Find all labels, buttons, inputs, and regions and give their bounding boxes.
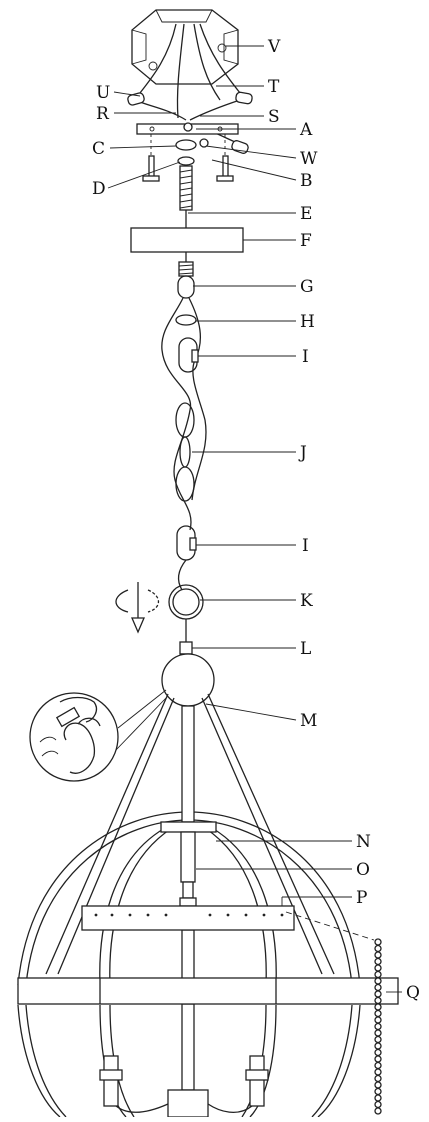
chain-bead [374, 1042, 382, 1050]
chain-bead [374, 990, 382, 998]
chain-bead [374, 1022, 382, 1031]
chain-bead [374, 970, 382, 979]
chain-bead [374, 996, 382, 1005]
label-h: H [300, 312, 315, 332]
canopy-loop [175, 252, 197, 326]
chain-bead [374, 1016, 382, 1024]
chain-bead [374, 1035, 382, 1044]
chain-bead [374, 1074, 382, 1083]
canopy [130, 227, 244, 253]
label-b: B [300, 171, 313, 191]
label-i-lower: I [302, 536, 309, 556]
label-m: M [300, 711, 317, 731]
label-i-upper: I [302, 347, 309, 367]
chain-bead [374, 977, 382, 985]
chain-bead [374, 944, 382, 953]
label-r: R [96, 104, 110, 124]
chain-bead [374, 1048, 382, 1057]
finial-ball [161, 653, 215, 707]
part-labels: V T U R S A C W B D E F G H I J I K L M … [92, 37, 420, 1003]
rotate-arrow-icon [115, 582, 160, 634]
label-q: Q [406, 983, 420, 1003]
chain-bead [374, 1094, 382, 1102]
chain-bead [374, 1061, 382, 1070]
label-n: N [356, 832, 371, 852]
label-t: T [268, 77, 280, 97]
chain-bead [374, 1081, 382, 1089]
hanging-ring [168, 584, 204, 620]
supply-wires [127, 23, 253, 154]
nipple-assembly [175, 139, 197, 228]
chain-bead [374, 938, 382, 946]
label-w: W [300, 149, 318, 169]
label-s: S [268, 107, 280, 127]
hanging-chain [161, 297, 207, 591]
label-p: P [356, 888, 367, 908]
chain-bead [374, 957, 382, 966]
label-g: G [300, 277, 314, 297]
chain-bead [374, 1029, 382, 1037]
label-f: F [300, 231, 312, 251]
label-u: U [96, 83, 110, 103]
chain-bead [374, 1055, 382, 1063]
chain-bead [374, 1003, 382, 1011]
center-column [160, 705, 217, 1118]
chain-bead [374, 951, 382, 959]
chain-bead [374, 1100, 382, 1109]
bead-chain-dashed-leader [285, 911, 375, 941]
chain-bead [374, 983, 382, 992]
label-k: K [300, 591, 313, 611]
label-c: C [92, 139, 105, 159]
bobeche-bar [81, 905, 295, 931]
label-o: O [356, 860, 370, 880]
chain-bead [374, 1068, 382, 1076]
label-d: D [92, 179, 106, 199]
mounting-crossbar [136, 122, 239, 182]
junction-box [131, 9, 239, 85]
bead-chain [374, 938, 382, 1115]
detail-hand-callout [29, 689, 167, 782]
chain-bead [374, 1107, 382, 1115]
label-l: L [300, 639, 311, 659]
chain-bead [374, 1009, 382, 1018]
candle-arms [99, 1055, 269, 1113]
leader-lines [107, 45, 402, 993]
label-j: J [298, 443, 307, 463]
equator-band-frame-lines [99, 978, 277, 1004]
chain-bead [374, 1087, 382, 1096]
label-v: V [267, 37, 281, 57]
label-e: E [300, 204, 312, 224]
chain-bead [374, 964, 382, 972]
label-a: A [299, 120, 313, 140]
equator-band [17, 977, 399, 1005]
